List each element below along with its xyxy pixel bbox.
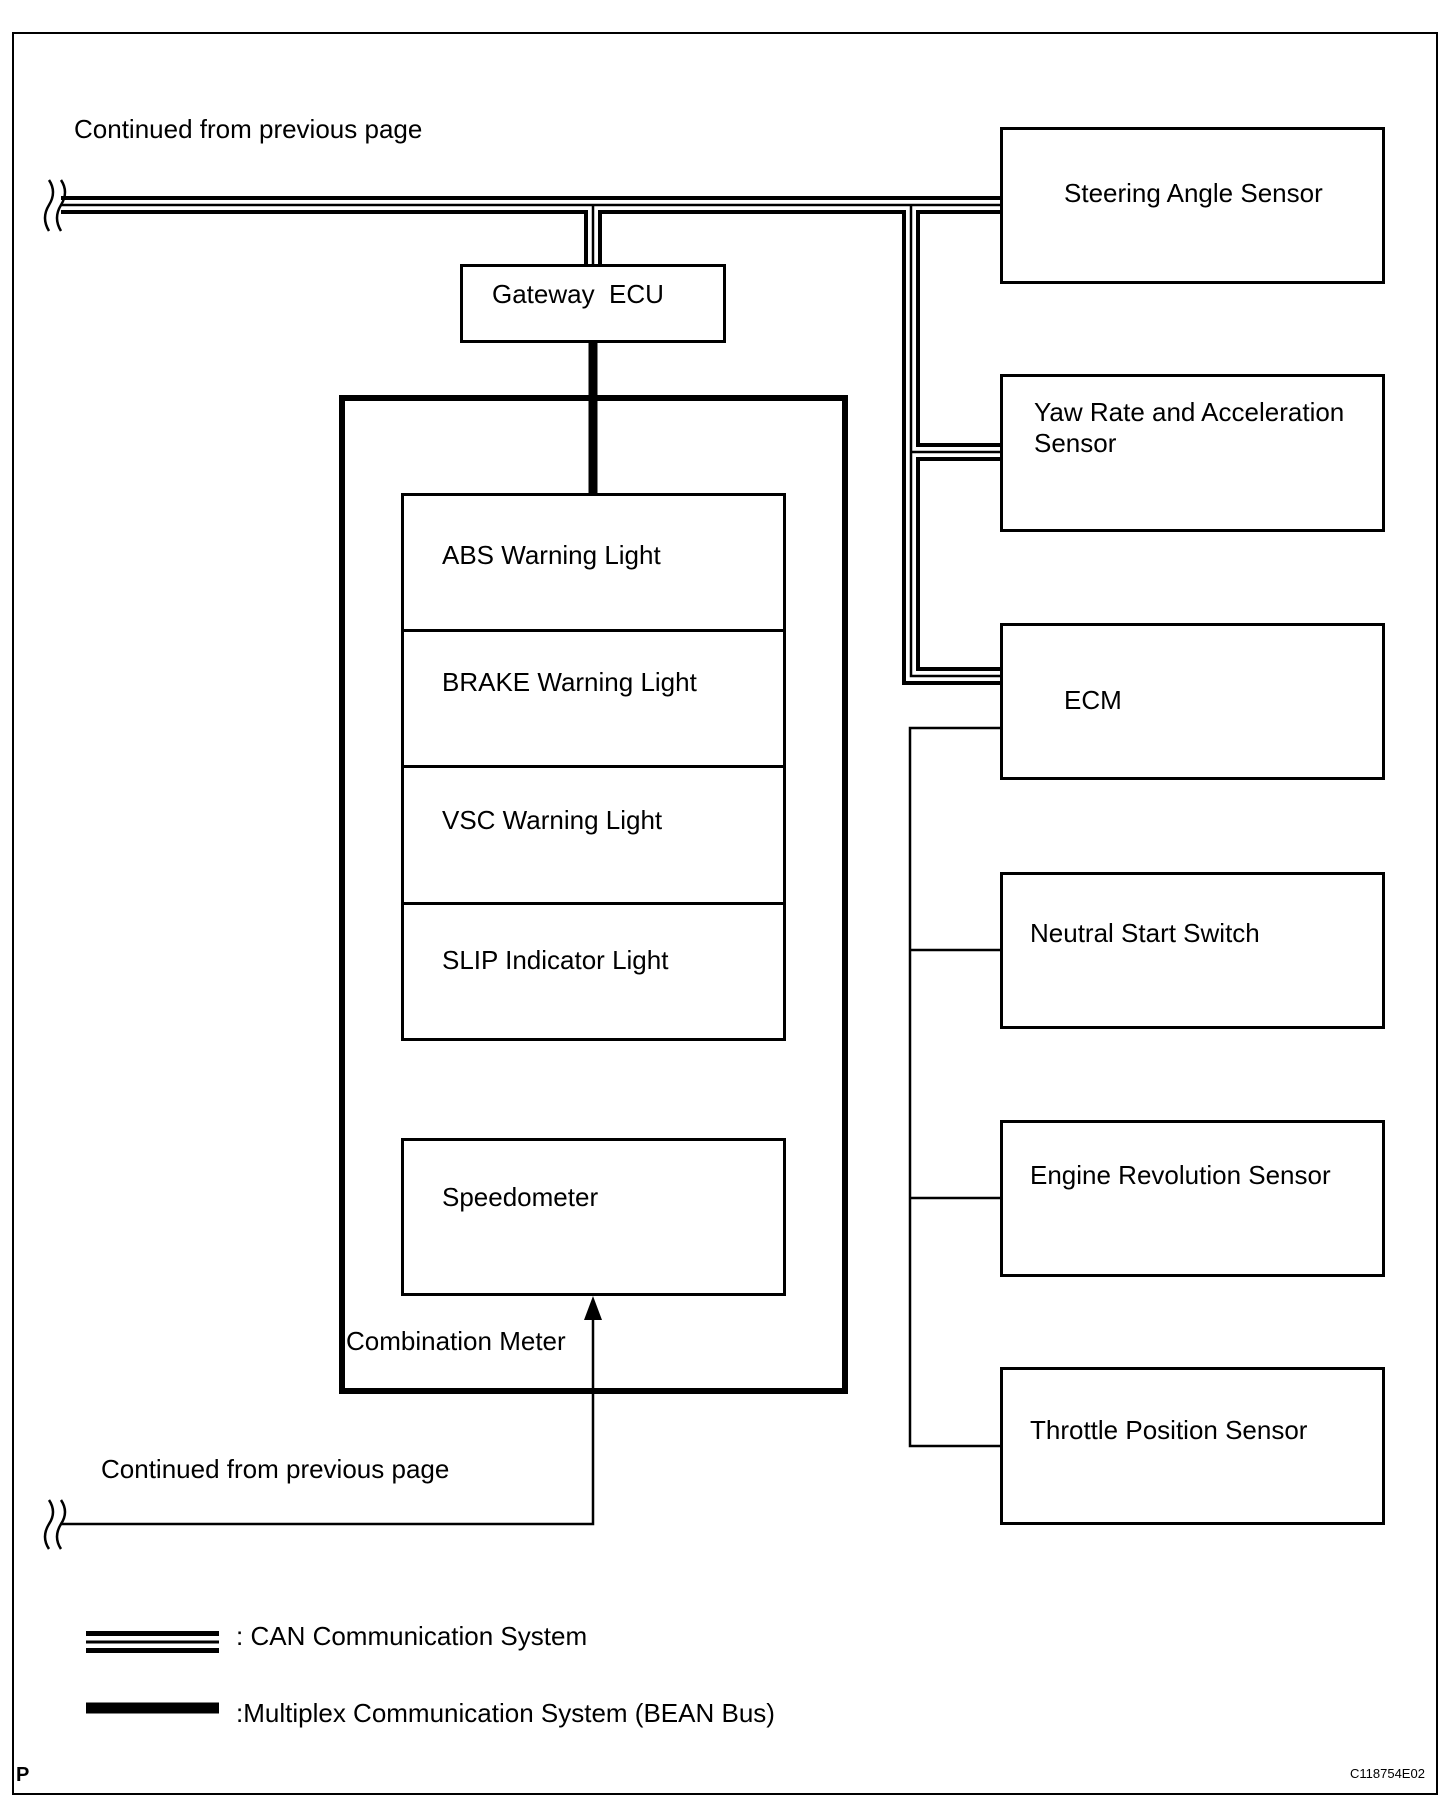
continued-from-previous-page-top: Continued from previous page [74, 114, 423, 144]
brake-warning-light-box: BRAKE Warning Light [401, 629, 786, 768]
diagram-frame [12, 32, 1438, 1795]
gateway-ecu-label: Gateway ECU [492, 279, 664, 309]
abs-warning-light-label: ABS Warning Light [442, 540, 661, 570]
yaw-rate-sensor-label-line1: Yaw Rate and Acceleration [1034, 397, 1345, 427]
brake-warning-light-label: BRAKE Warning Light [442, 667, 697, 697]
figure-id: C118754E02 [1350, 1766, 1425, 1781]
steering-angle-sensor-label: Steering Angle Sensor [1064, 178, 1323, 208]
neutral-start-switch-box: Neutral Start Switch [1000, 872, 1385, 1029]
engine-revolution-sensor-box: Engine Revolution Sensor [1000, 1120, 1385, 1277]
speedometer-box: Speedometer [401, 1138, 786, 1296]
throttle-position-sensor-label: Throttle Position Sensor [1030, 1415, 1308, 1445]
slip-indicator-light-label: SLIP Indicator Light [442, 945, 669, 975]
yaw-rate-sensor-box: Yaw Rate and Acceleration Sensor [1000, 374, 1385, 532]
continued-from-previous-page-bottom: Continued from previous page [101, 1454, 450, 1484]
neutral-start-switch-label: Neutral Start Switch [1030, 918, 1260, 948]
slip-indicator-light-box: SLIP Indicator Light [401, 902, 786, 1041]
yaw-rate-sensor-label-line2: Sensor [1034, 428, 1117, 458]
throttle-position-sensor-box: Throttle Position Sensor [1000, 1367, 1385, 1525]
abs-warning-light-box: ABS Warning Light [401, 493, 786, 632]
legend-bean-label: :Multiplex Communication System (BEAN Bu… [236, 1698, 775, 1728]
steering-angle-sensor-box: Steering Angle Sensor [1000, 127, 1385, 284]
ecm-box: ECM [1000, 623, 1385, 780]
vsc-warning-light-box: VSC Warning Light [401, 765, 786, 905]
engine-revolution-sensor-label: Engine Revolution Sensor [1030, 1160, 1331, 1190]
page-marker: P [16, 1764, 30, 1786]
gateway-ecu-box: Gateway ECU [460, 264, 726, 343]
speedometer-label: Speedometer [442, 1182, 599, 1212]
ecm-label: ECM [1064, 685, 1122, 715]
legend-can-label: : CAN Communication System [236, 1621, 588, 1651]
vsc-warning-light-label: VSC Warning Light [442, 805, 663, 835]
combination-meter-label: Combination Meter [346, 1326, 566, 1356]
